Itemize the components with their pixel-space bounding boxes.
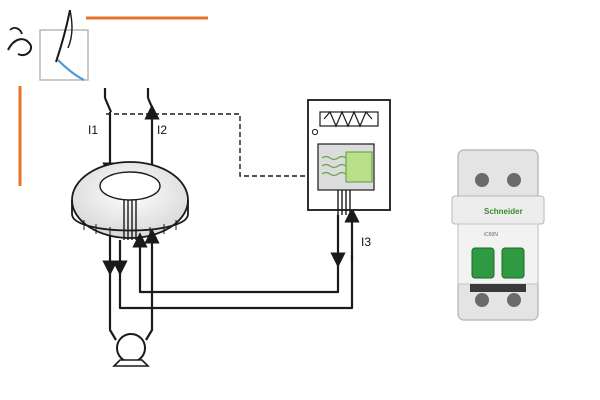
breaker-toggle <box>471 247 495 279</box>
supply-switch-1 <box>103 88 113 113</box>
breaker-terminal-screw <box>475 293 489 307</box>
breaker-terminal-screw <box>507 293 521 307</box>
logo <box>7 9 89 81</box>
sensing-loop-inner <box>138 255 340 294</box>
toroidal-transformer <box>71 161 189 240</box>
breaker-terminal-screw <box>475 173 489 187</box>
circuit-breaker: Schneider iC60N <box>451 149 545 321</box>
label-i1: I1 <box>88 123 98 137</box>
trip-relay <box>307 99 391 215</box>
label-i3: I3 <box>361 235 371 249</box>
relay-coil-green <box>345 151 373 183</box>
magnetic-flux-lines <box>321 155 347 177</box>
relay-pivot <box>311 128 319 136</box>
breaker-toggle <box>501 247 525 279</box>
sensing-loop-outer <box>118 255 354 310</box>
load-conductor-2 <box>145 268 154 341</box>
load-conductor-1 <box>108 268 117 341</box>
supply-switch-2 <box>146 88 156 113</box>
breaker-terminal-screw <box>507 173 521 187</box>
relay-spring <box>323 110 373 128</box>
breaker-model: iC60N <box>484 232 498 238</box>
relay-coil-winding <box>337 190 351 215</box>
mechanical-linkage <box>106 113 308 177</box>
motor-load <box>112 333 150 367</box>
breaker-brand: Schneider <box>484 207 523 216</box>
label-i2: I2 <box>157 123 167 137</box>
transformer-winding <box>123 200 137 240</box>
